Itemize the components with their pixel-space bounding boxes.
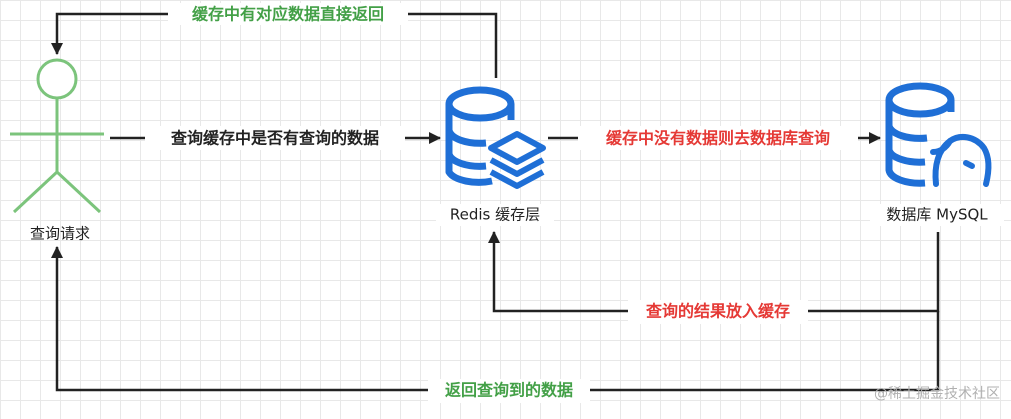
dolphin-icon — [930, 133, 992, 187]
redis-database-icon — [445, 86, 515, 186]
redis-label: Redis 缓存层 — [450, 206, 540, 224]
watermark: @稀土掘金技术社区 — [874, 386, 1000, 402]
actor-label: 查询请求 — [30, 225, 90, 243]
edge-label-return-data: 返回查询到的数据 — [445, 381, 573, 400]
layers-icon — [488, 131, 546, 189]
edge-label-cache-miss: 缓存中没有数据则去数据库查询 — [605, 129, 830, 148]
edge-label-cache-hit: 缓存中有对应数据直接返回 — [191, 5, 384, 24]
mysql-label: 数据库 MySQL — [886, 206, 988, 224]
edge-label-store-cache: 查询的结果放入缓存 — [646, 302, 790, 321]
actor-icon — [10, 58, 104, 214]
edge-label-query-cache: 查询缓存中是否有查询的数据 — [171, 129, 379, 148]
edge-store-cache — [488, 231, 940, 313]
mysql-database-icon — [885, 82, 955, 187]
